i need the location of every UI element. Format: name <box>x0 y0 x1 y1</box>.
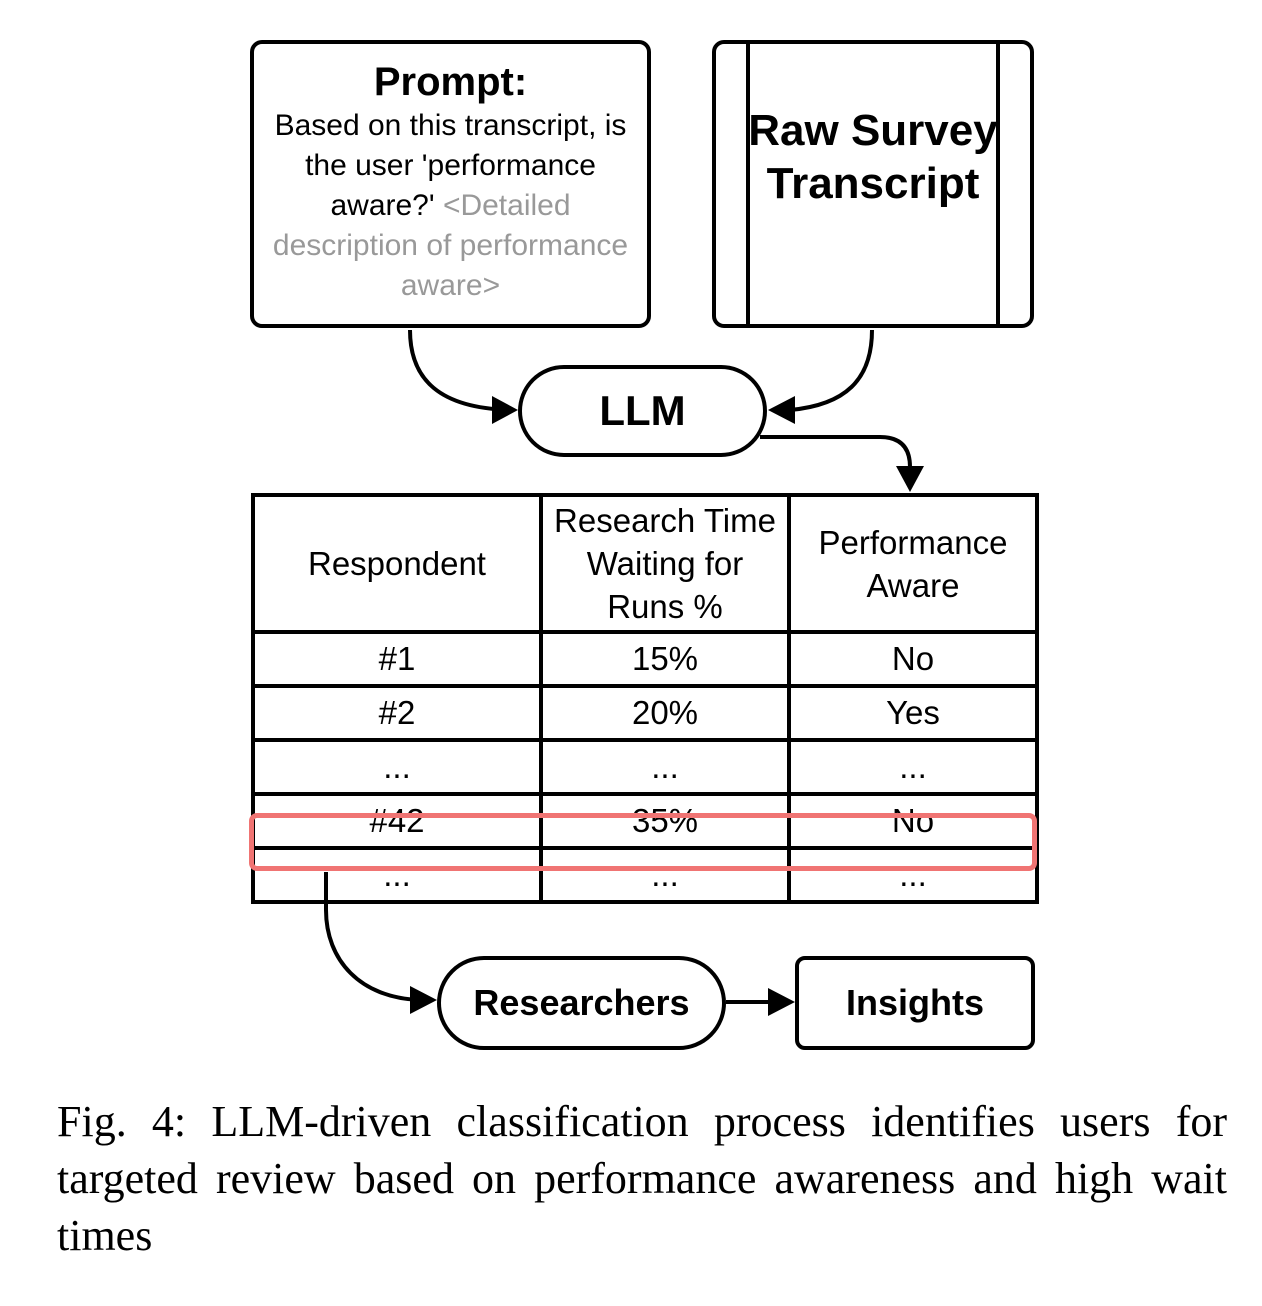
header-research-time-waiting: Research Time Waiting for Runs % <box>539 493 791 634</box>
results-table: Respondent Research Time Waiting for Run… <box>251 493 1039 904</box>
prompt-question: Based on this transcript, is the user 'p… <box>274 109 627 222</box>
transcript-right-bar <box>996 40 1000 328</box>
cell-wait-percent: ... <box>539 846 791 904</box>
transcript-title: Raw Survey Transcript <box>748 106 998 208</box>
cell-performance-aware: Yes <box>787 684 1039 742</box>
cell-respondent: #2 <box>251 684 543 742</box>
cell-wait-percent: 35% <box>539 792 791 850</box>
transcript-left-bar <box>746 40 750 328</box>
cell-performance-aware: No <box>787 630 1039 688</box>
cell-wait-percent: 15% <box>539 630 791 688</box>
table-row-highlighted: #42 35% No <box>251 792 1039 850</box>
cell-performance-aware: No <box>787 792 1039 850</box>
arrowhead-researchers-to-insights <box>768 988 795 1016</box>
row-highlight-outline <box>249 813 1037 871</box>
table-row: ... ... ... <box>251 738 1039 796</box>
cell-wait-percent: 20% <box>539 684 791 742</box>
table-row: #2 20% Yes <box>251 684 1039 742</box>
insights-node: Insights <box>795 956 1035 1050</box>
prompt-title: Prompt: <box>373 60 528 104</box>
figure-caption: Fig. 4: LLM-driven classification proces… <box>57 1097 1227 1260</box>
arrowhead-llm-to-table <box>896 466 924 492</box>
arrowhead-row-to-researchers <box>410 986 437 1014</box>
llm-node: LLM <box>518 365 767 457</box>
cell-performance-aware: ... <box>787 846 1039 904</box>
connector-arrows <box>324 329 924 1016</box>
arrowhead-prompt-to-llm <box>492 396 518 424</box>
researchers-node: Researchers <box>437 956 726 1050</box>
arrow-row-to-researchers <box>324 872 421 1002</box>
table-row: #1 15% No <box>251 630 1039 688</box>
arrow-llm-to-table <box>760 435 912 472</box>
table-row: ... ... ... <box>251 846 1039 904</box>
cell-performance-aware: ... <box>787 738 1039 796</box>
prompt-detail-placeholder: <Detailed description of performance awa… <box>272 189 629 302</box>
header-respondent: Respondent <box>251 493 543 634</box>
arrow-transcript-to-llm <box>789 329 874 412</box>
table-header-row: Respondent Research Time Waiting for Run… <box>251 493 1039 634</box>
cell-respondent: #1 <box>251 630 543 688</box>
cell-respondent: #42 <box>251 792 543 850</box>
prompt-text: Based on this transcript, is the user 'p… <box>254 106 647 306</box>
prompt-box: Prompt: Based on this transcript, is the… <box>250 40 651 328</box>
cell-wait-percent: ... <box>539 738 791 796</box>
raw-survey-transcript-box: Raw Survey Transcript <box>712 40 1034 328</box>
arrow-prompt-to-llm <box>408 329 511 412</box>
cell-respondent: ... <box>251 846 543 904</box>
cell-respondent: ... <box>251 738 543 796</box>
header-performance-aware: Performance Aware <box>787 493 1039 634</box>
arrowhead-transcript-to-llm <box>768 396 795 424</box>
